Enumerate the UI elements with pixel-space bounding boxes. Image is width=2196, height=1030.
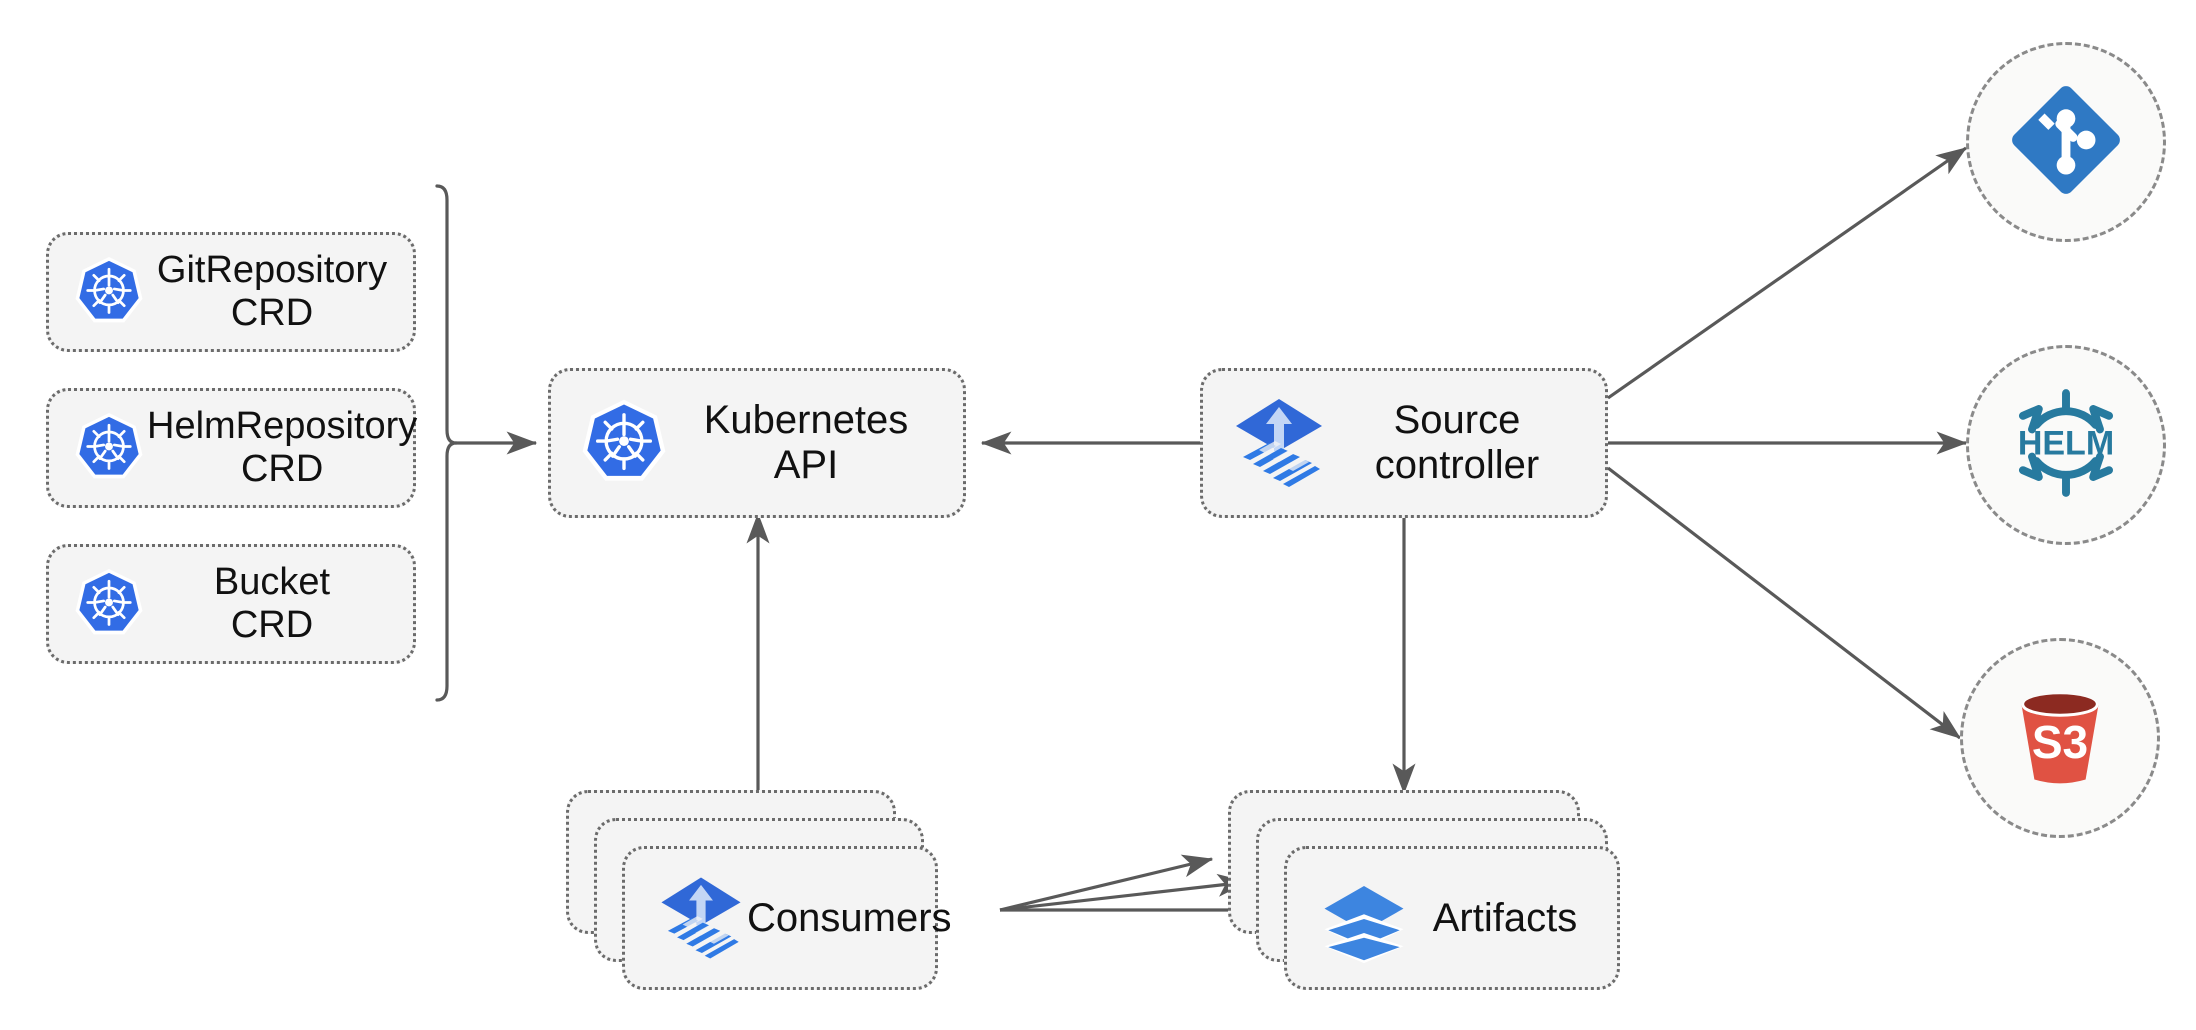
- flux-icon: [1229, 393, 1329, 493]
- helm-icon: HELM: [1998, 375, 2134, 516]
- s3-label: S3: [2032, 715, 2088, 767]
- s3-bucket-icon: S3: [1996, 672, 2124, 805]
- artifacts-stack-front[interactable]: Artifacts: [1284, 846, 1620, 990]
- edge-consumers-to-artifacts-1: [999, 854, 1214, 912]
- target-circle-s3[interactable]: S3: [1960, 638, 2160, 838]
- kubernetes-icon: [577, 396, 671, 490]
- crd-box-gitrepository[interactable]: GitRepository CRD: [46, 232, 416, 352]
- helm-label: HELM: [2018, 424, 2114, 462]
- edge-consumers-to-artifacts-2: [999, 873, 1249, 912]
- node-label: Artifacts: [1432, 895, 1578, 940]
- node-label: Kubernetes API: [703, 398, 909, 487]
- layers-icon: [1317, 871, 1411, 965]
- git-icon: [2003, 77, 2129, 208]
- flux-icon: [655, 872, 747, 964]
- kubernetes-icon: [71, 254, 147, 330]
- target-circle-helm[interactable]: HELM: [1966, 345, 2166, 545]
- crd-box-helmrepository[interactable]: HelmRepository CRD: [46, 388, 418, 508]
- consumers-stack-front[interactable]: Consumers: [622, 846, 952, 990]
- node-label: Consumers: [747, 895, 952, 940]
- kubernetes-icon: [71, 566, 147, 642]
- crd-box-bucket[interactable]: Bucket CRD: [46, 544, 416, 664]
- edge-source-to-git: [1607, 146, 1968, 400]
- crd-label: GitRepository CRD: [156, 249, 388, 334]
- edge-source-to-s3: [1607, 466, 1962, 740]
- target-circle-git[interactable]: [1966, 42, 2166, 242]
- crd-label: Bucket CRD: [213, 561, 331, 646]
- node-label: Source controller: [1374, 398, 1540, 487]
- node-consumers[interactable]: Consumers: [566, 790, 966, 990]
- node-artifacts[interactable]: Artifacts: [1228, 790, 1648, 990]
- node-source-controller[interactable]: Source controller: [1200, 368, 1608, 518]
- crd-group-bracket: [435, 184, 538, 702]
- kubernetes-icon: [71, 410, 147, 486]
- node-kubernetes-api[interactable]: Kubernetes API: [548, 368, 966, 518]
- crd-label: HelmRepository CRD: [147, 405, 418, 490]
